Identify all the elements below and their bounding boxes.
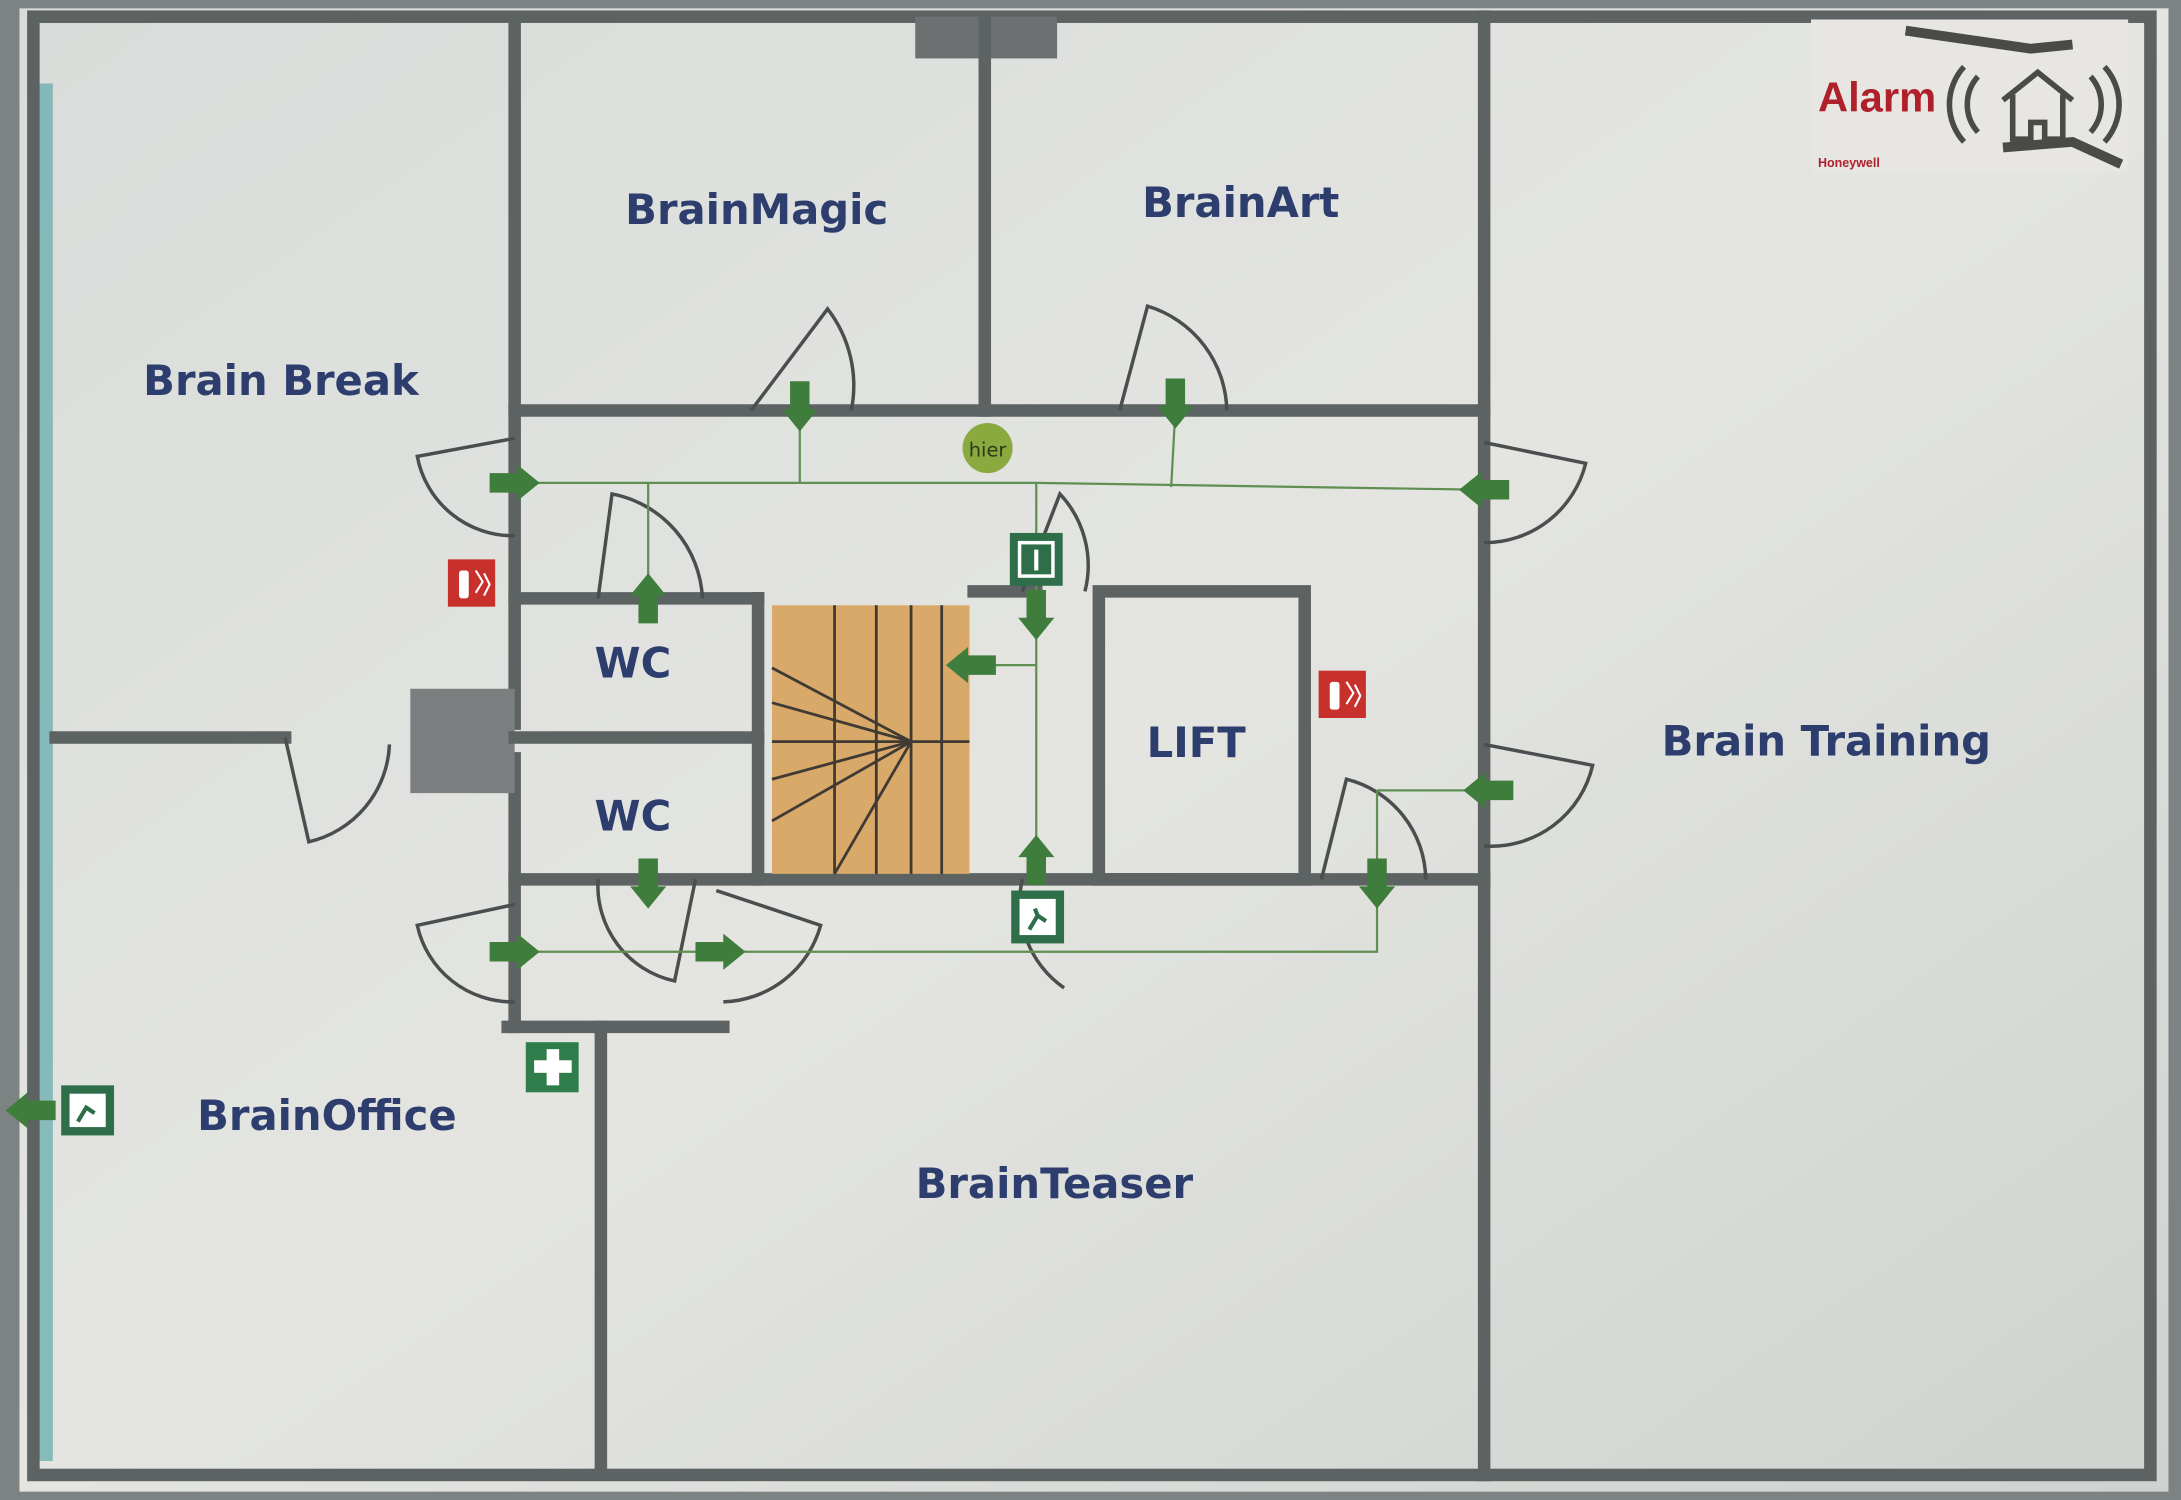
alarm-sticker: Alarm Honeywell bbox=[1811, 19, 2129, 173]
room-labels: Brain Break BrainMagic BrainArt Brain Tr… bbox=[143, 178, 1991, 1208]
alarm-house-icon bbox=[1904, 25, 2124, 169]
fire-extinguisher-icon bbox=[447, 559, 496, 607]
emergency-exit-icon bbox=[1009, 532, 1063, 586]
room-wc-lower: WC bbox=[595, 792, 672, 841]
alarm-label: Alarm bbox=[1818, 73, 1936, 120]
room-brain-break: Brain Break bbox=[143, 356, 420, 405]
room-brain-office: BrainOffice bbox=[197, 1091, 456, 1140]
walls bbox=[27, 10, 2157, 1482]
room-brain-art: BrainArt bbox=[1142, 178, 1339, 227]
room-brain-teaser: BrainTeaser bbox=[916, 1159, 1194, 1208]
room-lift: LIFT bbox=[1147, 718, 1247, 767]
fire-extinguisher-icon bbox=[1318, 670, 1366, 718]
you-are-here-marker: hier bbox=[962, 423, 1013, 474]
room-wc-upper: WC bbox=[595, 639, 672, 688]
emergency-exit-icon bbox=[61, 1085, 115, 1136]
you-are-here-label: hier bbox=[969, 438, 1007, 461]
emergency-exit-icon bbox=[1011, 890, 1065, 944]
doors bbox=[283, 303, 1595, 1004]
honeywell-brand: Honeywell bbox=[1818, 156, 1880, 170]
room-brain-training: Brain Training bbox=[1662, 717, 1991, 766]
room-brain-magic: BrainMagic bbox=[625, 185, 888, 234]
staircase bbox=[771, 605, 970, 875]
first-aid-icon bbox=[525, 1042, 579, 1093]
